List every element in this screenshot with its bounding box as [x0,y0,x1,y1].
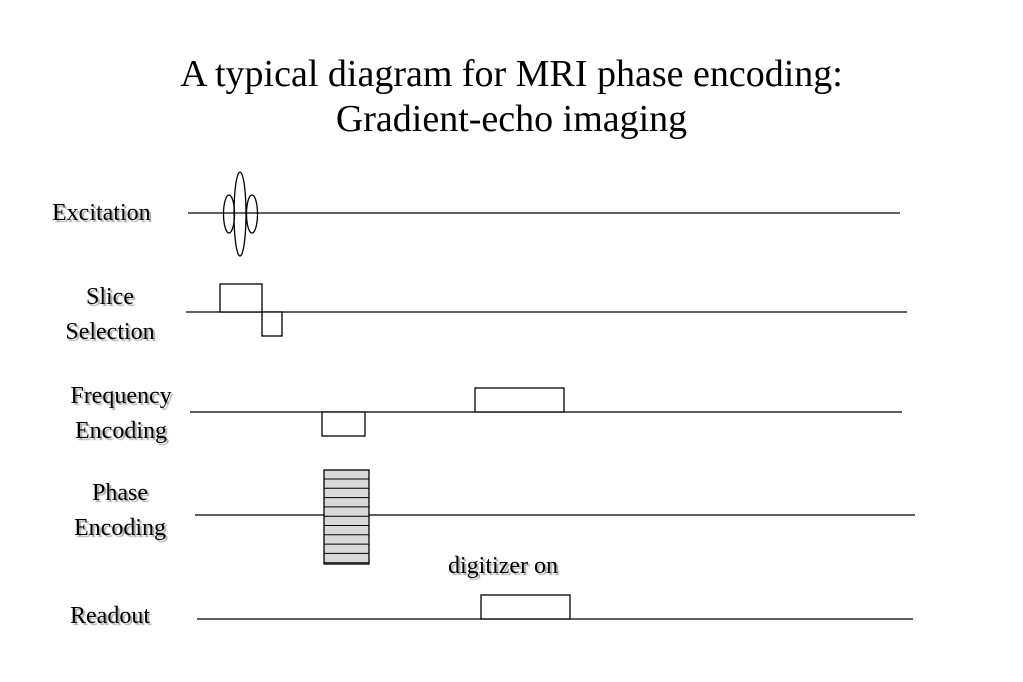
phase-encoding-table [323,469,370,565]
slice-select-gradient-lobe [219,283,263,313]
frequency-dephase-lobe [321,411,366,437]
rf-pulse [222,171,259,257]
rf-pulse-right-lobe [245,194,259,234]
slice-label-line-2: Selection [65,319,155,345]
phase-encoding-label: Phase Encoding [58,476,182,546]
rf-pulse-main-lobe [233,171,247,257]
rf-pulse-left-lobe [222,194,236,234]
diagram-title: A typical diagram for MRI phase encoding… [0,52,1023,142]
slice-selection-label: Slice Selection [48,280,172,350]
excitation-label: Excitation [52,200,151,226]
readout-window [480,594,571,620]
frequency-label-line-2: Encoding [75,418,167,444]
frequency-encoding-label: Frequency Encoding [54,379,188,449]
slice-label-line-1: Slice [86,284,134,310]
readout-label: Readout [70,603,150,629]
phase-label-line-1: Phase [92,480,148,506]
title-line-1: A typical diagram for MRI phase encoding… [180,53,843,95]
title-line-2: Gradient-echo imaging [335,98,688,140]
digitizer-on-annotation: digitizer on [448,553,558,579]
phase-label-line-2: Encoding [74,515,166,541]
phase-encoding-gradient-block [323,469,370,565]
frequency-label-line-1: Frequency [70,383,172,409]
phase-encoding-steps [324,478,369,564]
frequency-readout-lobe [474,387,565,413]
slice-rephase-gradient-lobe [261,311,283,337]
